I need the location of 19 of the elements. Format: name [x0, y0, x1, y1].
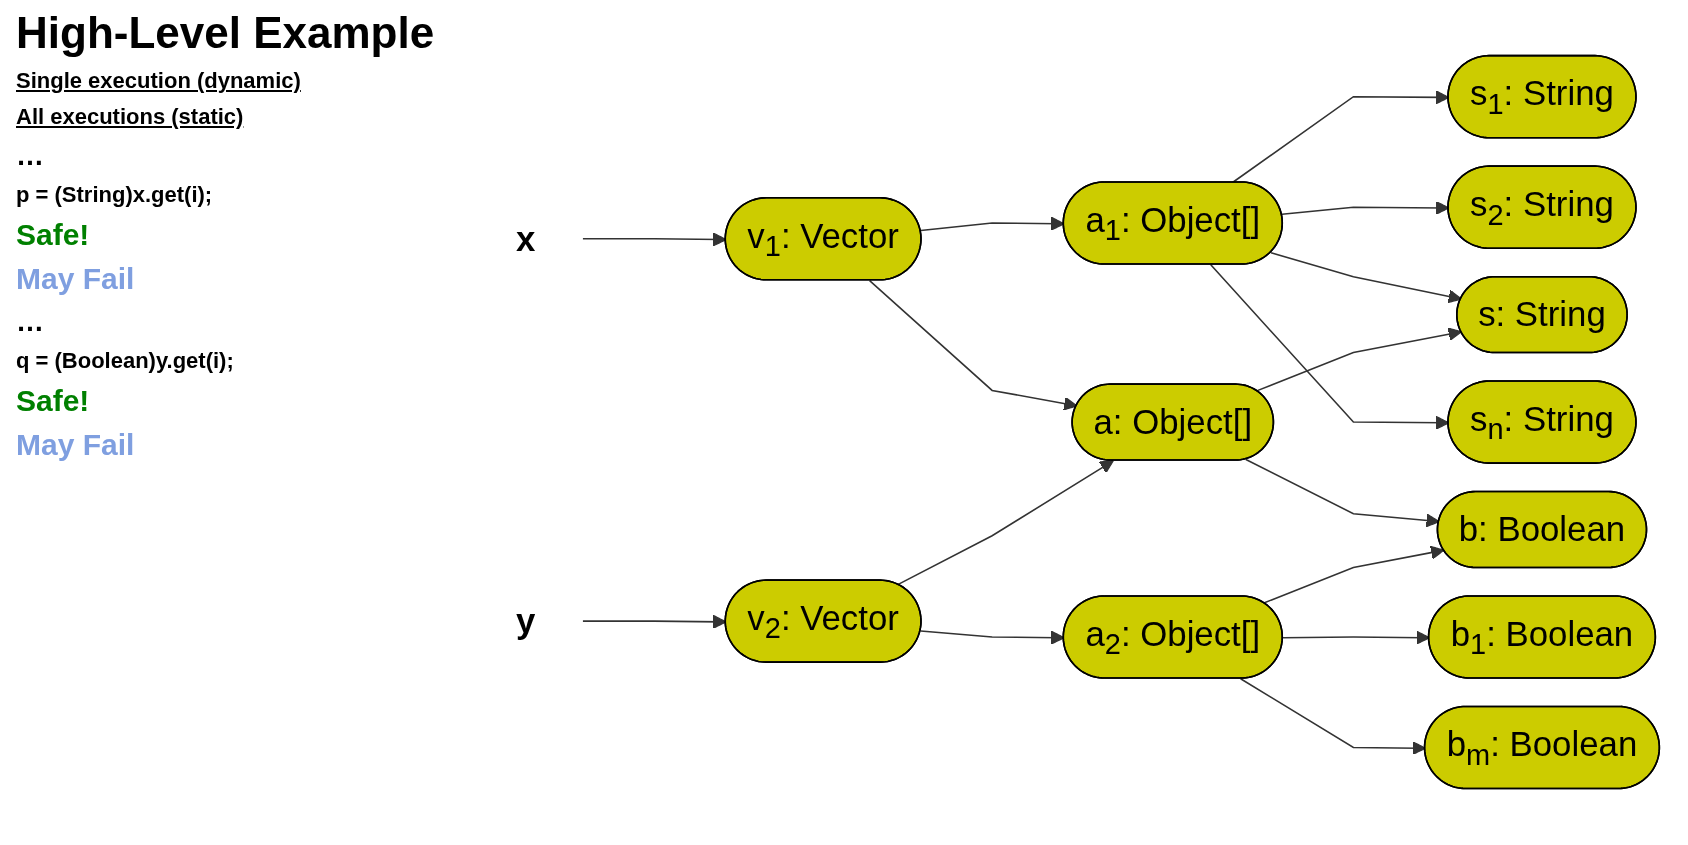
- ellipsis-text: …: [16, 140, 44, 172]
- subtitle: Single execution (dynamic): [16, 68, 301, 94]
- verdict-text: Safe!: [16, 218, 90, 252]
- verdict-text: May Fail: [16, 428, 135, 462]
- arrow: [1245, 459, 1440, 528]
- code-line: q = (Boolean)y.get(i);: [16, 348, 234, 374]
- verdict-text: Safe!: [16, 384, 90, 418]
- arrow: [1263, 546, 1445, 605]
- arrow: [1270, 252, 1462, 304]
- verdict-text: May Fail: [16, 262, 135, 296]
- subtitle: All executions (static): [16, 104, 244, 130]
- arrow: [868, 280, 1078, 411]
- slide-title: High-Level Example: [16, 8, 436, 58]
- node-text: x: [516, 219, 536, 259]
- code-line: p = (String)x.get(i);: [16, 182, 213, 208]
- ellipsis-text: …: [16, 306, 44, 338]
- node-text: y: [516, 601, 536, 642]
- arrow: [1255, 327, 1462, 393]
- arrow: [897, 460, 1114, 586]
